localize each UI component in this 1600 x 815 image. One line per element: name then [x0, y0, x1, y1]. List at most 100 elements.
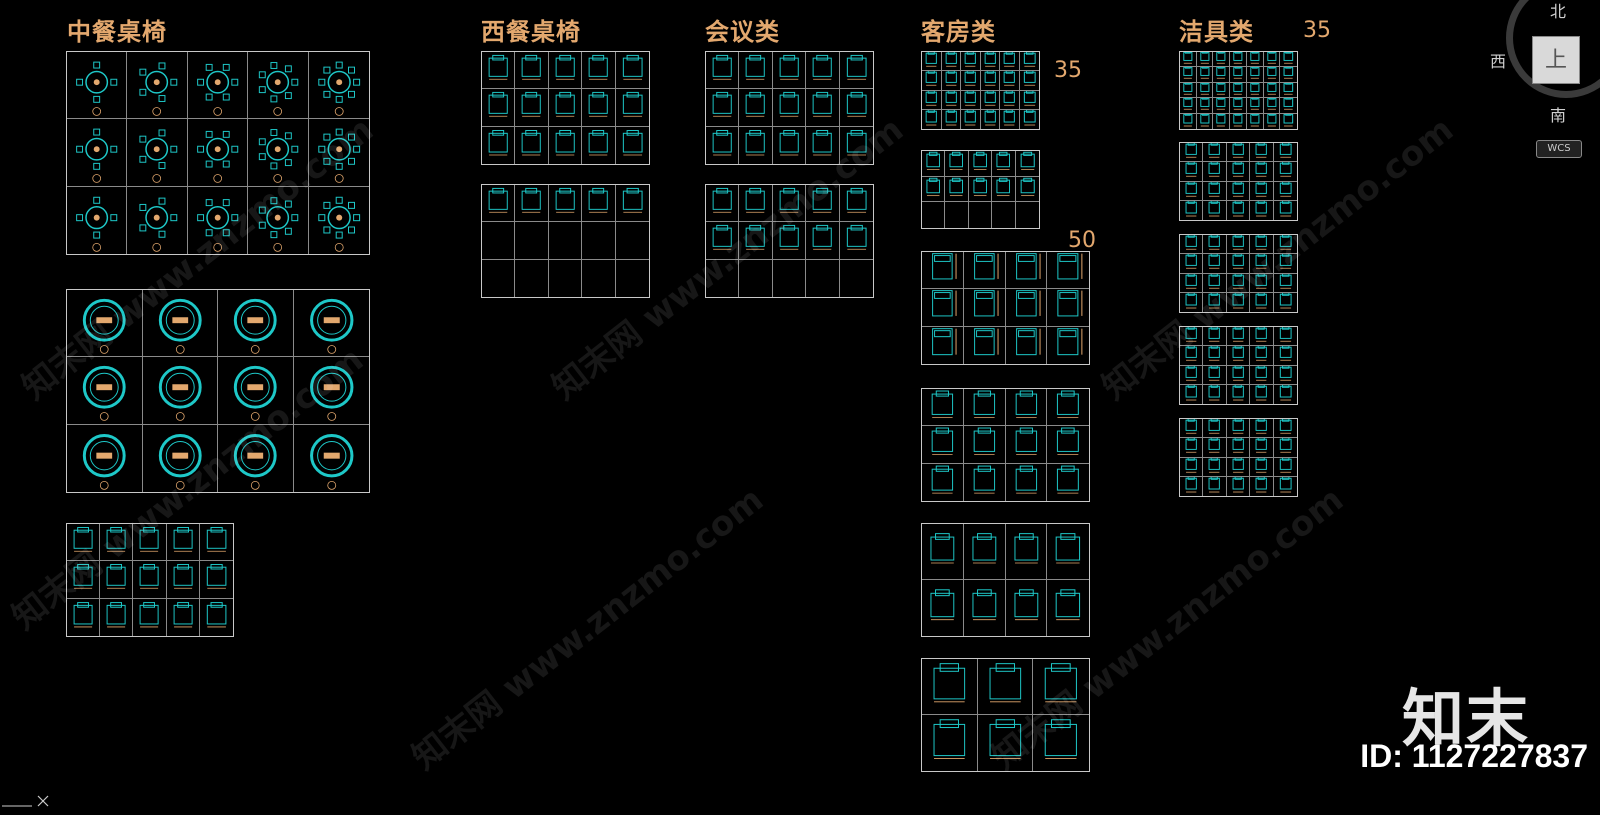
viewcube-top-face[interactable]: 上 — [1532, 36, 1580, 84]
drawing-block[interactable] — [199, 524, 233, 562]
drawing-block[interactable] — [1250, 254, 1274, 274]
drawing-block[interactable] — [1196, 52, 1214, 68]
drawing-block[interactable] — [582, 185, 616, 223]
drawing-block[interactable] — [100, 524, 134, 562]
drawing-block[interactable] — [1280, 67, 1297, 83]
drawing-block[interactable] — [1019, 52, 1039, 72]
drawing-block[interactable] — [582, 52, 616, 90]
drawing-block[interactable] — [922, 715, 978, 771]
drawing-block[interactable] — [218, 357, 294, 425]
drawing-block[interactable] — [963, 524, 1006, 580]
drawing-block[interactable] — [218, 290, 294, 358]
drawing-block[interactable] — [1000, 52, 1020, 72]
drawing-block[interactable] — [133, 524, 167, 562]
drawing-block[interactable] — [582, 259, 616, 297]
drawing-block[interactable] — [1280, 52, 1297, 68]
drawing-block[interactable] — [922, 90, 942, 110]
drawing-block[interactable] — [1227, 292, 1251, 312]
drawing-block[interactable] — [293, 290, 369, 358]
drawing-block[interactable] — [1047, 252, 1089, 290]
drawing-block[interactable] — [922, 426, 964, 464]
drawing-block[interactable] — [1274, 476, 1297, 496]
drawing-block[interactable] — [482, 89, 516, 127]
drawing-block[interactable] — [980, 71, 1000, 91]
drawing-block[interactable] — [1226, 346, 1251, 366]
drawing-block[interactable] — [1280, 113, 1297, 129]
drawing-block[interactable] — [1230, 98, 1247, 114]
drawing-block[interactable] — [1273, 346, 1297, 366]
drawing-block[interactable] — [1180, 254, 1204, 274]
drawing-block[interactable] — [1273, 254, 1297, 274]
sheet-western-2[interactable] — [481, 184, 650, 298]
drawing-block[interactable] — [293, 357, 369, 425]
drawing-block[interactable] — [1226, 365, 1251, 385]
drawing-block[interactable] — [806, 89, 840, 127]
drawing-block[interactable] — [1273, 438, 1297, 458]
drawing-block[interactable] — [248, 119, 309, 187]
drawing-block[interactable] — [1264, 113, 1281, 129]
drawing-block[interactable] — [548, 185, 583, 223]
drawing-block[interactable] — [1274, 384, 1297, 404]
drawing-block[interactable] — [1250, 273, 1274, 293]
drawing-block[interactable] — [482, 52, 516, 90]
drawing-block[interactable] — [67, 119, 128, 187]
drawing-block[interactable] — [308, 119, 369, 187]
drawing-block[interactable] — [549, 259, 583, 297]
drawing-block[interactable] — [1033, 659, 1089, 715]
drawing-block[interactable] — [67, 52, 128, 120]
drawing-block[interactable] — [922, 524, 964, 580]
drawing-block[interactable] — [1047, 389, 1089, 427]
drawing-block[interactable] — [133, 561, 167, 599]
drawing-block[interactable] — [1250, 457, 1274, 477]
drawing-block[interactable] — [1015, 151, 1039, 177]
drawing-block[interactable] — [1019, 71, 1039, 91]
drawing-block[interactable] — [1230, 67, 1247, 83]
drawing-block[interactable] — [1047, 580, 1089, 636]
drawing-block[interactable] — [1246, 82, 1264, 99]
drawing-block[interactable] — [482, 126, 516, 164]
drawing-block[interactable] — [1180, 113, 1197, 129]
drawing-block[interactable] — [1180, 457, 1204, 477]
drawing-block[interactable] — [980, 90, 1000, 110]
drawing-block[interactable] — [922, 109, 942, 129]
drawing-block[interactable] — [616, 127, 649, 164]
drawing-block[interactable] — [1226, 457, 1251, 477]
drawing-block[interactable] — [1047, 524, 1089, 580]
drawing-block[interactable] — [67, 290, 143, 358]
drawing-block[interactable] — [1203, 365, 1227, 385]
drawing-block[interactable] — [515, 222, 549, 260]
drawing-block[interactable] — [482, 222, 516, 260]
sheet-chinese-1[interactable] — [66, 51, 370, 255]
drawing-block[interactable] — [1203, 254, 1227, 274]
drawing-block[interactable] — [1203, 384, 1227, 404]
drawing-block[interactable] — [1203, 438, 1227, 458]
drawing-block[interactable] — [945, 151, 969, 177]
drawing-block[interactable] — [1005, 289, 1048, 327]
drawing-block[interactable] — [1047, 327, 1089, 364]
drawing-block[interactable] — [67, 186, 128, 254]
drawing-block[interactable] — [922, 202, 946, 228]
drawing-block[interactable] — [1180, 52, 1197, 68]
drawing-block[interactable] — [806, 222, 840, 260]
drawing-block[interactable] — [67, 561, 101, 599]
drawing-block[interactable] — [166, 524, 200, 562]
drawing-block[interactable] — [515, 52, 549, 90]
drawing-block[interactable] — [1006, 463, 1048, 501]
drawing-block[interactable] — [806, 259, 840, 297]
sheet-guest-2[interactable] — [921, 150, 1040, 229]
drawing-block[interactable] — [1250, 438, 1274, 458]
drawing-block[interactable] — [773, 126, 807, 164]
drawing-block[interactable] — [1226, 235, 1251, 255]
drawing-block[interactable] — [548, 52, 583, 90]
drawing-block[interactable] — [739, 126, 773, 164]
drawing-block[interactable] — [1250, 365, 1274, 385]
drawing-block[interactable] — [1227, 384, 1251, 404]
drawing-block[interactable] — [1203, 457, 1227, 477]
drawing-block[interactable] — [548, 222, 583, 260]
drawing-block[interactable] — [1180, 200, 1204, 220]
drawing-block[interactable] — [1273, 327, 1297, 347]
drawing-block[interactable] — [840, 260, 873, 297]
drawing-block[interactable] — [1273, 162, 1297, 182]
drawing-block[interactable] — [1226, 254, 1251, 274]
drawing-block[interactable] — [67, 424, 143, 492]
